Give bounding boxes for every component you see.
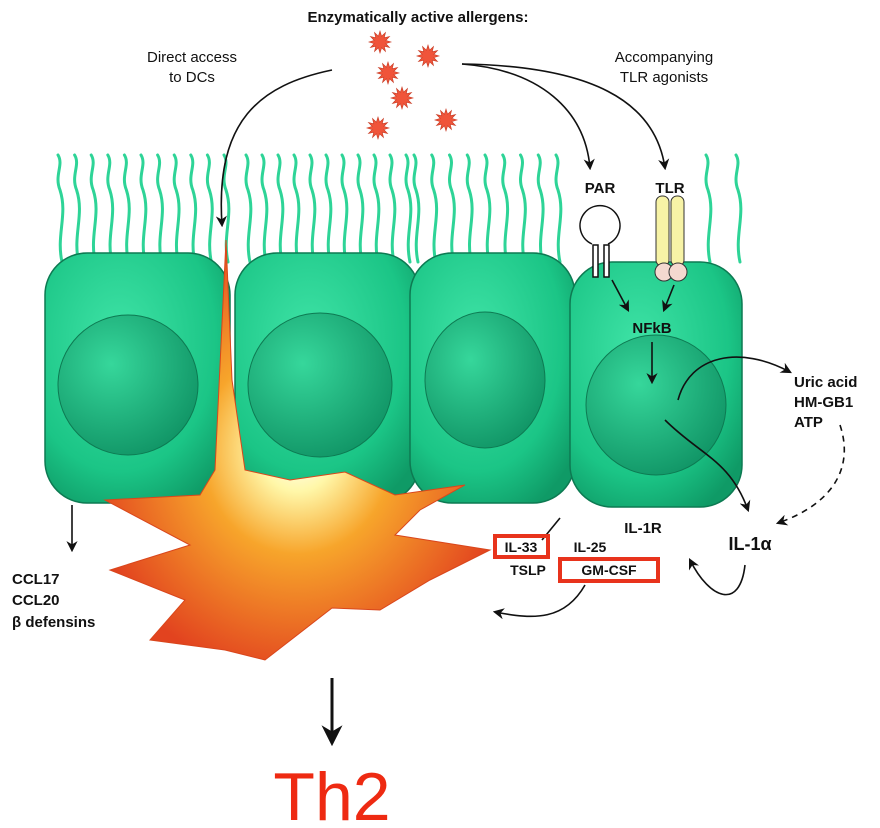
cilium [158,155,163,262]
cilium [736,155,741,262]
cilium [358,155,363,262]
allergen-particle [369,31,391,53]
cilium [414,155,419,262]
atp-label: ATP [794,414,823,431]
allergen-particles [367,31,457,139]
cilium [278,155,283,262]
il1r-label: IL-1R [624,520,662,537]
ccl17-label: CCL17 [12,571,60,588]
nucleus-2 [248,313,392,457]
par-label: PAR [585,180,616,197]
accompanying-label-line2: TLR agonists [620,69,708,86]
cilium [342,155,347,262]
accompanying-label-line1: Accompanying [615,49,713,66]
hmgb1-label: HM-GB1 [794,394,853,411]
cytokines-to-dc-arrow [495,585,585,616]
il33-label: IL-33 [505,539,538,555]
cilium [262,155,267,262]
cilium [450,155,455,262]
cilium [432,155,437,262]
cilium [485,155,490,262]
gmcsf-label: GM-CSF [581,562,637,578]
nucleus-3 [425,312,545,448]
ccl20-label: CCL20 [12,592,60,609]
th2-label: Th2 [273,759,390,828]
cilium [521,155,526,262]
allergen-particle [367,117,389,139]
nucleus-1 [58,315,198,455]
cilium [75,155,80,262]
tlr-receptor [655,196,687,281]
cilium [91,155,96,262]
cilium [124,155,129,262]
nfkb-label: NFkB [632,320,671,337]
direct-access-label-line1: Direct access [147,49,237,66]
cilium [141,155,146,262]
par-arrow [462,64,590,168]
cilium [390,155,395,262]
cilium [326,155,331,262]
cilium [207,155,212,262]
allergen-particle [417,45,439,67]
uric-acid-label: Uric acid [794,374,857,391]
tslp-label: TSLP [510,562,546,578]
cilium [406,155,411,262]
cilium [174,155,179,262]
cilium [556,155,561,262]
cilium [58,155,63,262]
cilium [108,155,113,262]
il1a-label: IL-1α [728,534,771,554]
cilium [310,155,315,262]
cilium [294,155,299,262]
cilium [246,155,251,262]
cilium [538,155,543,262]
cilium [191,155,196,262]
allergen-particle [391,87,413,109]
defensins-label: β defensins [12,614,95,631]
allergen-particle [435,109,457,131]
il1a-loop-arrow [690,560,745,595]
cilia-group [58,155,741,262]
cilium [503,155,508,262]
il25-label: IL-25 [574,539,607,555]
allergen-particle [377,62,399,84]
cilium [706,155,711,262]
damp-dashed-arrow [778,425,844,523]
cilium [374,155,379,262]
cilium [467,155,472,262]
tlr-label: TLR [655,180,684,197]
direct-access-label-line2: to DCs [169,69,215,86]
title-label: Enzymatically active allergens: [308,9,529,26]
